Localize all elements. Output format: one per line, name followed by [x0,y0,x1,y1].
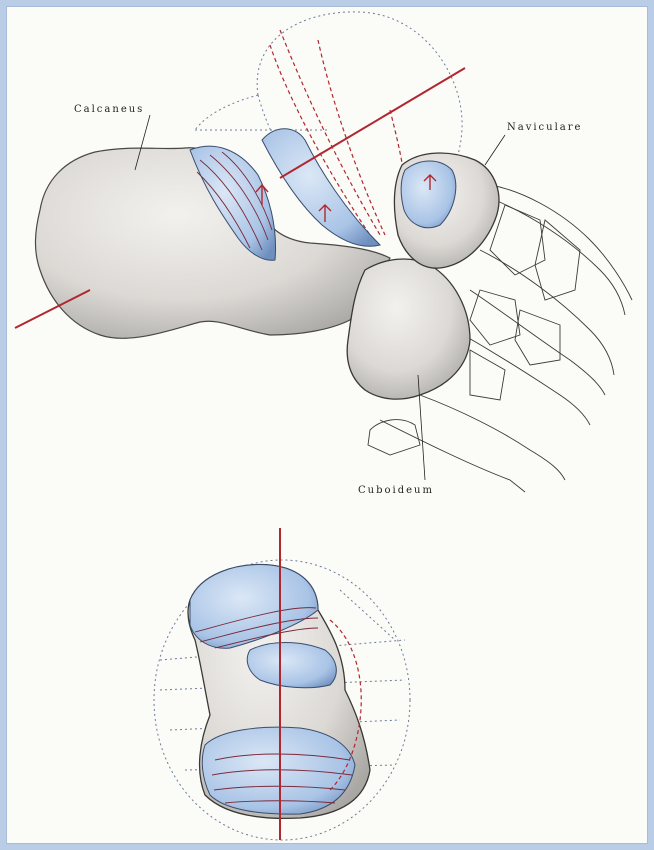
upper-figure [15,12,632,492]
label-naviculare: Naviculare [507,122,582,133]
label-cuboideum: Cuboideum [358,485,434,496]
label-calcaneus: Calcaneus [74,104,144,115]
middle-facet [262,129,380,247]
cuboideum-bone [347,259,470,399]
lower-figure [154,528,410,840]
